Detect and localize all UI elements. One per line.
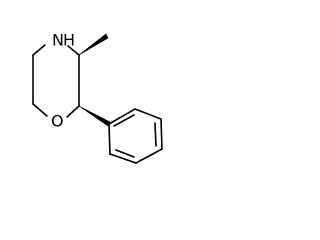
phenyl-bond <box>108 123 111 155</box>
phenyl-ring <box>108 108 163 164</box>
phenyl-double-bond <box>115 149 135 158</box>
oxygen-atom-label: O <box>51 112 64 131</box>
phenyl-bond <box>135 148 163 164</box>
methyl-wedge-bond <box>78 33 109 56</box>
chemical-structure: N H O <box>32 31 163 164</box>
nitrogen-hydrogen-label: H <box>63 31 75 50</box>
nitrogen-atom-label: N <box>52 31 64 50</box>
bond-n4-c5 <box>32 44 46 56</box>
bond-o1-c2 <box>66 105 80 118</box>
phenyl-bond <box>160 118 163 150</box>
phenyl-bond <box>134 108 162 120</box>
phenyl-double-bond <box>113 114 135 127</box>
bond-c6-o1 <box>32 103 48 117</box>
phenyl-bond <box>108 108 136 125</box>
phenyl-wedge-bond <box>78 105 111 127</box>
phenyl-bond <box>109 153 137 164</box>
bond-c3-n4 <box>67 45 80 56</box>
phenyl-double-bond <box>154 122 157 147</box>
